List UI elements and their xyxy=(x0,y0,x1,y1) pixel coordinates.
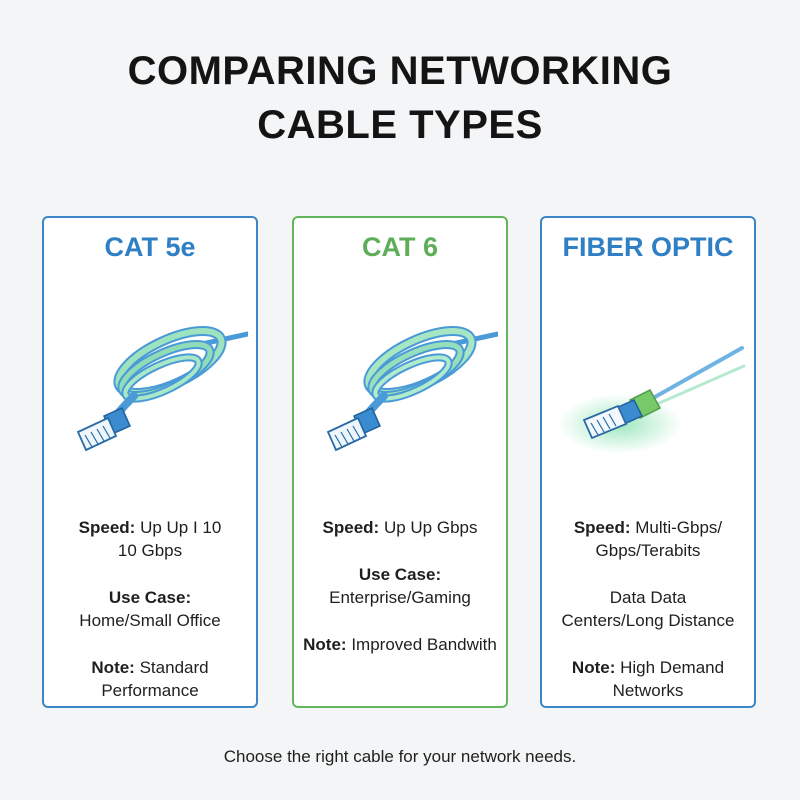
card-title-cat6: CAT 6 xyxy=(361,232,438,262)
use-case-spec: Use Case: Enterprise/Gaming xyxy=(294,563,506,609)
footer-caption: Choose the right cable for your network … xyxy=(223,747,577,766)
note-value: High Demand xyxy=(620,658,725,677)
note-value-continued: Networks xyxy=(612,681,684,700)
speed-spec: Speed: Up Up I 10 10 Gbps xyxy=(44,516,256,562)
card-specs-cat5e: Speed: Up Up I 10 10 Gbps Use Case: Home… xyxy=(44,516,256,726)
page-title-line-2: CABLE TYPES xyxy=(257,103,543,147)
use-case-label: Use Case: xyxy=(108,588,192,607)
card-fiber-optic: FIBER OPTIC Speed: Multi-Gbps/ Gbps/Tera… xyxy=(540,216,756,708)
use-case-spec: Data Data Centers/Long Distance xyxy=(542,586,754,632)
note-spec: Note: Standard Performance xyxy=(44,656,256,702)
card-specs-fiber-optic: Speed: Multi-Gbps/ Gbps/Terabits Data Da… xyxy=(542,516,754,726)
note-label: Note: xyxy=(571,658,616,677)
speed-value: Multi-Gbps/ xyxy=(635,518,723,537)
card-specs-cat6: Speed: Up Up Gbps Use Case: Enterprise/G… xyxy=(294,516,506,680)
note-label: Note: xyxy=(303,635,347,654)
speed-value: Up Up I 10 xyxy=(140,518,222,537)
speed-spec: Speed: Multi-Gbps/ Gbps/Terabits xyxy=(542,516,754,562)
note-value: Standard xyxy=(139,658,209,677)
use-case-value-continued: Centers/Long Distance xyxy=(561,611,735,630)
note-spec: Note: High Demand Networks xyxy=(542,656,754,702)
use-case-value: Enterprise/Gaming xyxy=(329,588,471,607)
speed-spec: Speed: Up Up Gbps xyxy=(294,516,506,539)
page-title: COMPARING NETWORKING CABLE TYPES xyxy=(0,44,800,152)
speed-label: Speed: xyxy=(78,518,136,537)
speed-value: Up Up Gbps xyxy=(383,518,478,537)
use-case-label: Use Case: xyxy=(358,565,442,584)
ethernet-cable-coil-icon xyxy=(76,326,248,452)
card-cat5e: CAT 5e Speed: Up Up I 10 10 Gbps Use Cas… xyxy=(42,216,258,708)
fiber-optic-connector-icon xyxy=(558,346,746,454)
use-case-spec: Use Case: Home/Small Office xyxy=(44,586,256,632)
card-title-cat5e: CAT 5e xyxy=(104,232,196,262)
page-title-line-1: COMPARING NETWORKING xyxy=(127,49,673,93)
speed-label: Speed: xyxy=(573,518,631,537)
speed-label: Speed: xyxy=(322,518,380,537)
card-title-fiber-optic: FIBER OPTIC xyxy=(562,232,734,262)
speed-value-continued: 10 Gbps xyxy=(117,541,183,560)
note-value-continued: Performance xyxy=(101,681,199,700)
note-spec: Note: Improved Bandwith xyxy=(294,633,506,656)
note-value: Improved Bandwith xyxy=(351,635,497,654)
ethernet-cable-coil-icon xyxy=(326,326,498,452)
card-cat6: CAT 6 Speed: Up Up Gbps Use Case: Enterp… xyxy=(292,216,508,708)
use-case-value: Data Data xyxy=(609,588,687,607)
note-label: Note: xyxy=(91,658,135,677)
use-case-value: Home/Small Office xyxy=(79,611,221,630)
speed-value-continued: Gbps/Terabits xyxy=(595,541,701,560)
